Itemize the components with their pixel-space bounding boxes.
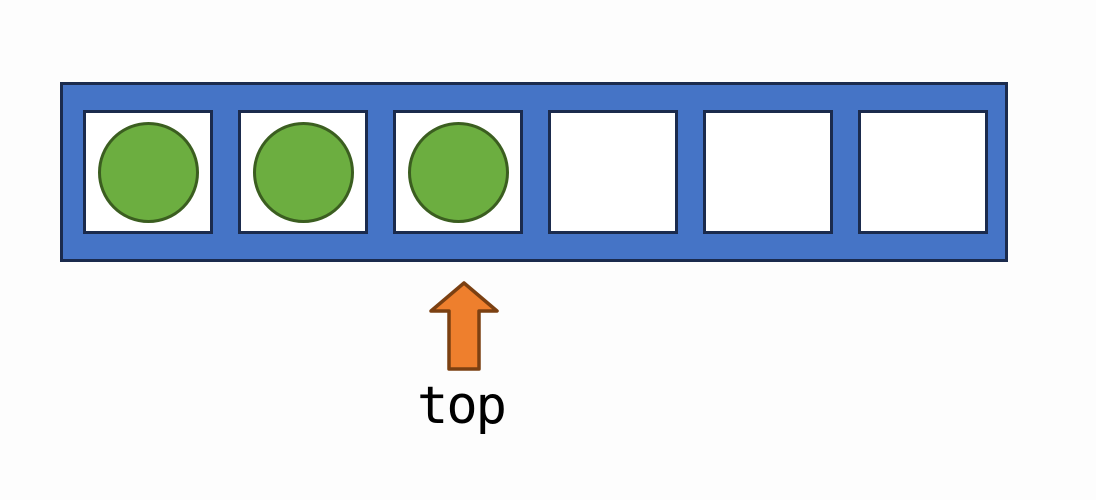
stack-cell xyxy=(83,110,213,234)
stack-cell xyxy=(238,110,368,234)
stack-item-circle xyxy=(97,121,199,223)
stack-cell xyxy=(548,110,678,234)
stack-cell xyxy=(393,110,523,234)
stack-item-circle xyxy=(252,121,354,223)
stack-cell xyxy=(858,110,988,234)
top-pointer-label: top xyxy=(417,376,507,436)
stack-container xyxy=(60,82,1008,262)
stack-cell xyxy=(703,110,833,234)
top-pointer-arrow-icon xyxy=(429,281,499,371)
stack-item-circle xyxy=(407,121,509,223)
